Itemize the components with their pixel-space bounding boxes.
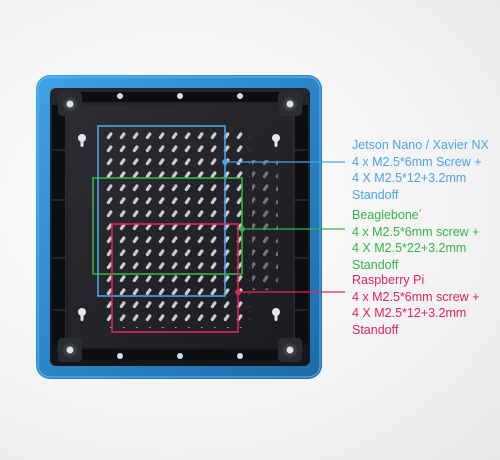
- beaglebone-title: Beaglebone*: [352, 207, 500, 224]
- jetson-leader: [222, 159, 345, 165]
- beaglebone-spec-line: 4 X M2.5*22+3.2mm Standoff: [352, 241, 467, 272]
- keyhole-mounts: [78, 134, 280, 321]
- raspberry-pi-spec-line: 4 x M2.5*6mm screw +: [352, 289, 480, 304]
- jetson-spec-line: 4 x M2.5*6mm Screw +: [352, 154, 482, 169]
- beaglebone-title-text: Beaglebone: [352, 208, 419, 222]
- vent-grid: [104, 128, 250, 328]
- jetson-title: Jetson Nano / Xavier NX: [352, 138, 489, 152]
- jetson-callout: Jetson Nano / Xavier NX 4 x M2.5*6mm Scr…: [352, 137, 500, 203]
- raspberry-pi-spec-line: 4 X M2.5*12+3.2mm Standoff: [352, 306, 467, 337]
- raspberry-pi-title: Raspberry Pi: [352, 273, 425, 287]
- jetson-spec-line: 4 X M2.5*12+3.2mm Standoff: [352, 171, 467, 202]
- beaglebone-title-mark: *: [418, 209, 422, 216]
- raspberry-pi-leader: [235, 289, 345, 295]
- beaglebone-outline: [92, 177, 243, 275]
- corner-standoffs: [58, 92, 302, 362]
- beaglebone-leader: [239, 226, 345, 232]
- beaglebone-spec-line: 4 x M2.5*6mm screw +: [352, 224, 480, 239]
- beaglebone-callout: Beaglebone* 4 x M2.5*6mm screw + 4 X M2.…: [352, 207, 500, 273]
- raspberry-pi-callout: Raspberry Pi 4 x M2.5*6mm screw + 4 X M2…: [352, 272, 500, 338]
- jetson-outline: [97, 125, 226, 297]
- raspberry-pi-outline: [111, 223, 239, 333]
- edge-clips: [117, 93, 243, 359]
